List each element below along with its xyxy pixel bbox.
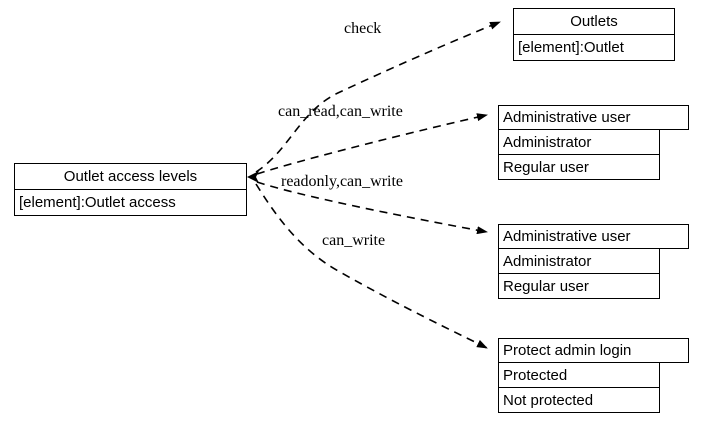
node-title: Outlet access levels	[14, 163, 247, 190]
node-field: [element]:Outlet access	[14, 189, 247, 216]
node-title: Outlets	[513, 8, 675, 35]
node-field: Not protected	[498, 387, 660, 413]
edge-label-readonly-can-write: readonly,can_write	[281, 173, 404, 190]
node-title: Protect admin login	[498, 338, 689, 363]
node-administrative-user-2[interactable]: Administrative user Administrator Regula…	[498, 224, 689, 299]
edge-can-write-path	[255, 183, 488, 349]
node-outlets[interactable]: Outlets [element]:Outlet	[513, 8, 675, 61]
node-protect-admin-login[interactable]: Protect admin login Protected Not protec…	[498, 338, 689, 413]
node-title: Administrative user	[498, 105, 689, 130]
node-field: Regular user	[498, 273, 660, 299]
node-title: Administrative user	[498, 224, 689, 249]
node-field: Protected	[498, 362, 660, 388]
node-administrative-user-1[interactable]: Administrative user Administrator Regula…	[498, 105, 689, 180]
node-field: Administrator	[498, 129, 660, 155]
edge-can-read-can-write-path	[256, 113, 488, 175]
edge-check-path	[255, 21, 501, 173]
edge-label-can-read-can-write: can_read,can_write	[278, 103, 403, 120]
node-field: Regular user	[498, 154, 660, 180]
node-outlet-access-levels[interactable]: Outlet access levels [element]:Outlet ac…	[14, 163, 247, 216]
edge-label-can-write: can_write	[322, 232, 386, 249]
node-field: [element]:Outlet	[513, 34, 675, 61]
source-arrowhead	[247, 171, 259, 183]
node-field: Administrator	[498, 248, 660, 274]
edge-label-check: check	[344, 20, 382, 37]
